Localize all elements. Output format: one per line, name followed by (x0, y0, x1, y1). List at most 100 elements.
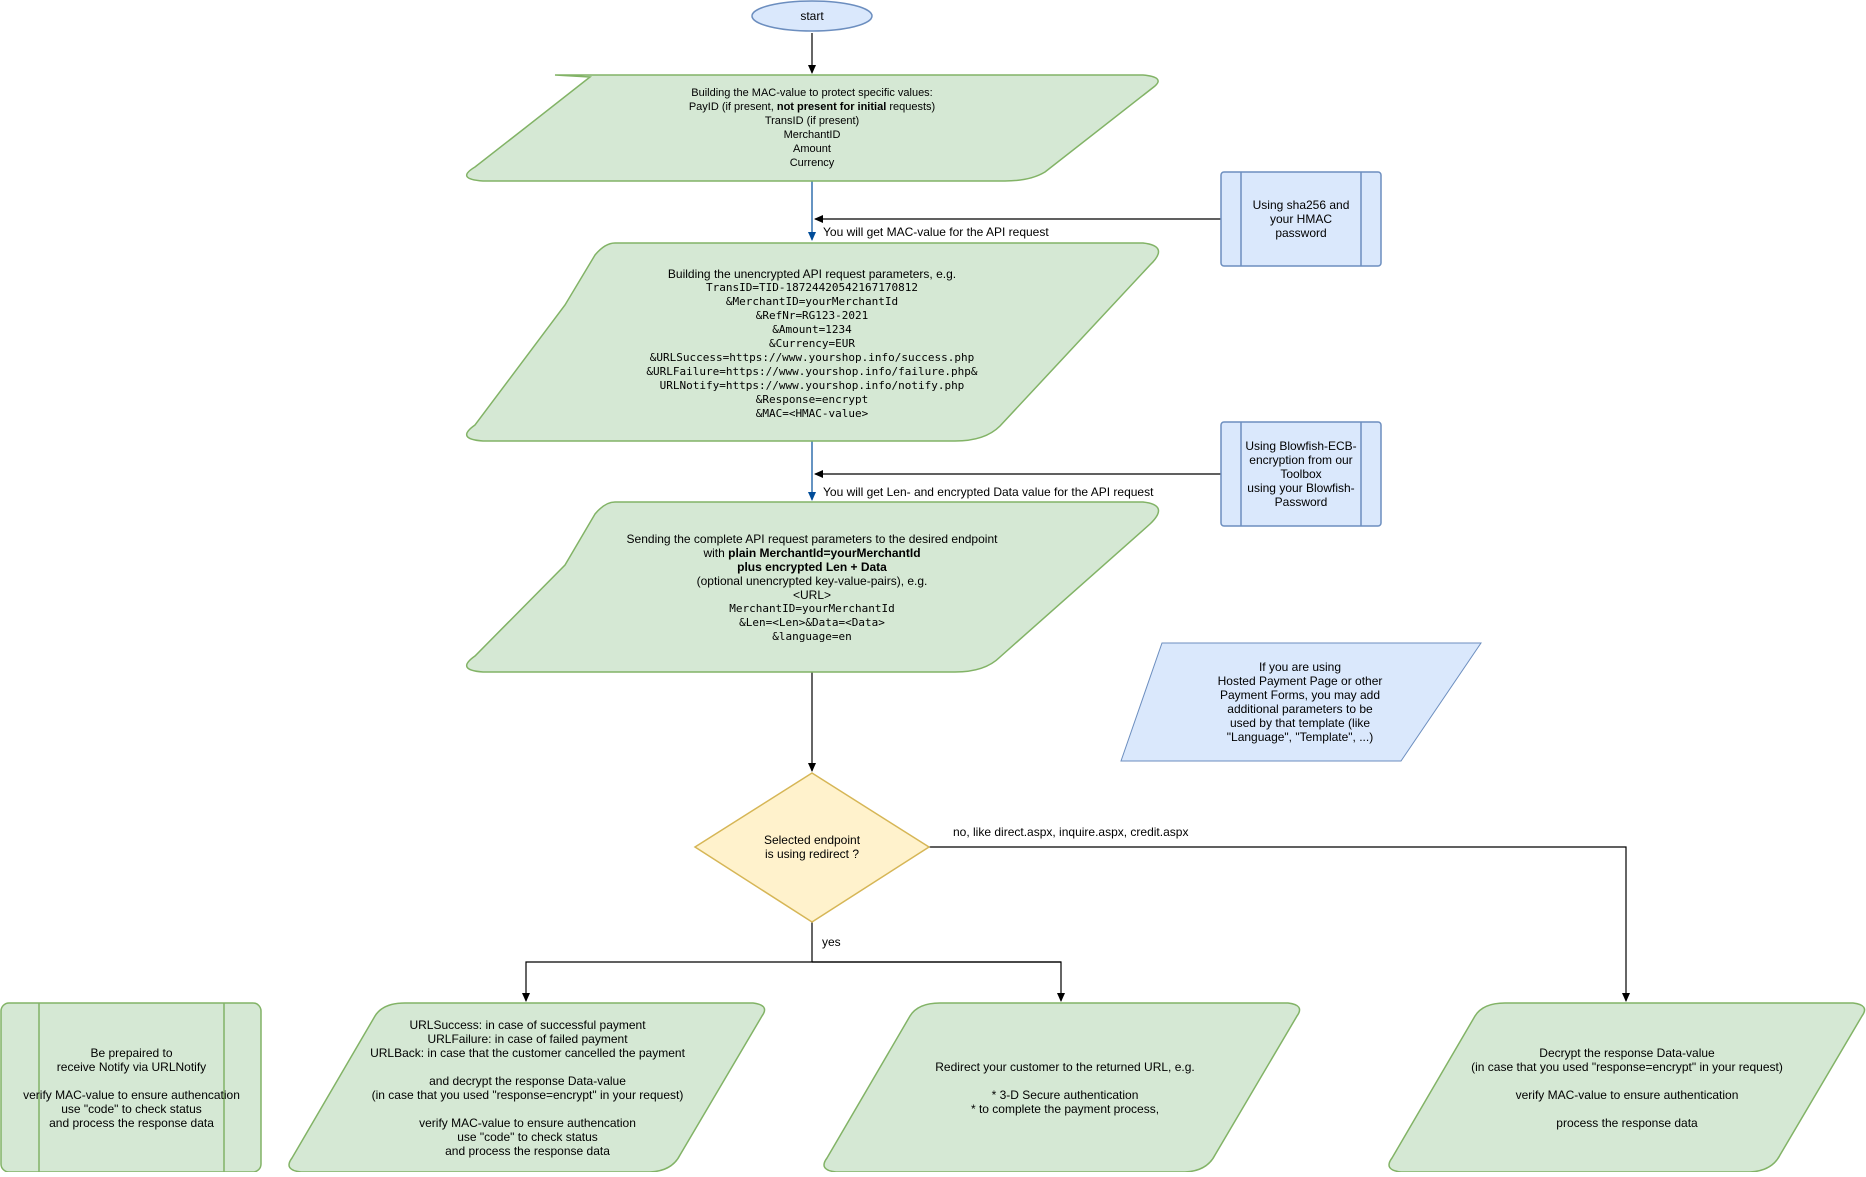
request-param-7: URLNotify=https://www.yourshop.info/noti… (659, 379, 965, 392)
sha-line-1: Using sha256 and (1252, 198, 1350, 212)
decrypt-line-4: process the response data (1556, 1116, 1698, 1130)
edge-decision-no (929, 846, 1630, 1002)
mac-line-4: MerchantID (783, 129, 841, 141)
url-line-8: and process the response data (445, 1144, 610, 1158)
hosted-line-5: used by that template (like (1229, 716, 1371, 730)
decrypt-spacer-1 (1625, 1074, 1628, 1088)
mac-block-text: Building the MAC-value to protect specif… (560, 86, 1064, 170)
redirect-block-text: Redirect your customer to the returned U… (880, 1040, 1250, 1136)
request-block-shape (466, 242, 1160, 442)
notify-line-2: receive Notify via URLNotify (56, 1059, 207, 1074)
decision-line-1: Selected endpoint (763, 833, 861, 847)
decrypt-spacer-2 (1625, 1102, 1628, 1116)
sha-note-text: Using sha256 and your HMAC password (1241, 172, 1361, 266)
start-label: start (800, 9, 824, 23)
hosted-line-2: Hosted Payment Page or other (1217, 674, 1383, 688)
send-param-1: &Len=<Len>&Data=<Data> (739, 616, 885, 629)
blowfish-note-text: Using Blowfish-ECB- encryption from our … (1241, 422, 1361, 526)
sha-line-2: your HMAC (1269, 212, 1332, 226)
url-line-7: use "code" to check status (457, 1130, 598, 1144)
mac-line-1: Building the MAC-value to protect specif… (691, 87, 933, 99)
send-line-2-pre: with (703, 546, 729, 560)
request-param-6: &URLFailure=https://www.yourshop.info/fa… (646, 365, 978, 378)
edge-yes-label: yes (822, 935, 841, 949)
edge-yes-to-url (522, 961, 1061, 1002)
notify-spacer (130, 1074, 133, 1088)
hosted-note-text: If you are using Hosted Payment Page or … (1180, 659, 1420, 745)
edge-no-label: no, like direct.aspx, inquire.aspx, cred… (953, 825, 1189, 839)
decrypt-line-2: (in case that you used "response=encrypt… (1471, 1060, 1783, 1074)
request-param-2: &RefNr=RG123-2021 (755, 309, 869, 322)
url-block-text: URLSuccess: in case of successful paymen… (340, 1010, 715, 1166)
start-terminator (751, 0, 873, 32)
notify-line-4: use "code" to check status (61, 1101, 202, 1116)
url-spacer-2 (526, 1102, 529, 1116)
blowfish-line-5: Password (1274, 495, 1328, 509)
notify-line-3: verify MAC-value to ensure authencation (23, 1087, 240, 1102)
hosted-line-4: additional parameters to be (1227, 702, 1373, 716)
url-line-5: (in case that you used "response=encrypt… (371, 1088, 684, 1102)
decrypt-block-text: Decrypt the response Data-value (in case… (1440, 1040, 1814, 1136)
mac-line-2-bold: not present for initial (776, 101, 887, 113)
mac-block-shape (466, 74, 1159, 182)
decision-line-2: is using redirect ? (764, 847, 860, 861)
send-line-2: with plain MerchantId=yourMerchantId (703, 546, 920, 560)
notify-line-1: Be prepaired to (90, 1045, 173, 1060)
blowfish-line-4: using your Blowfish- (1247, 481, 1355, 495)
send-line-5: <URL> (792, 588, 832, 602)
decision-diamond (693, 772, 931, 923)
url-spacer-1 (526, 1060, 529, 1074)
request-param-8: &Response=encrypt (755, 393, 869, 406)
url-line-1: URLSuccess: in case of successful paymen… (409, 1018, 646, 1032)
hosted-note-shape (1120, 642, 1482, 762)
decrypt-line-3: verify MAC-value to ensure authenticatio… (1515, 1088, 1739, 1102)
mac-line-2: PayID (if present, not present for initi… (689, 100, 935, 114)
hosted-line-3: Payment Forms, you may add (1219, 688, 1381, 702)
hosted-line-6: "Language", "Template", ...) (1226, 730, 1374, 744)
decrypt-line-1: Decrypt the response Data-value (1539, 1046, 1715, 1060)
url-line-4: and decrypt the response Data-value (429, 1074, 626, 1088)
decision-text: Selected endpoint is using redirect ? (732, 825, 892, 869)
mac-line-2-pre: PayID (if present, (688, 101, 777, 113)
request-block-text: Building the unencrypted API request par… (560, 261, 1064, 427)
send-block-shape (466, 501, 1160, 673)
url-line-3: URLBack: in case that the customer cance… (370, 1046, 685, 1060)
redirect-line-3: * to complete the payment process, (970, 1102, 1160, 1116)
request-param-4: &Currency=EUR (768, 337, 856, 350)
blowfish-note-shape (1220, 421, 1382, 527)
mac-line-5: Amount (793, 143, 831, 155)
request-param-3: &Amount=1234 (772, 323, 852, 336)
request-param-1: &MerchantID=yourMerchantId (725, 295, 899, 308)
blowfish-line-1: Using Blowfish-ECB- (1245, 439, 1357, 453)
mac-line-3: TransID (if present) (764, 115, 860, 127)
hosted-line-1: If you are using (1258, 660, 1342, 674)
send-line-2-bold: plain MerchantId=yourMerchantId (728, 546, 921, 560)
send-line-1: Sending the complete API request paramet… (626, 532, 998, 546)
send-param-2: &language=en (772, 630, 852, 643)
request-param-0: TransID=TID-18724420542167170812 (706, 281, 918, 294)
url-line-6: verify MAC-value to ensure authencation (419, 1116, 636, 1130)
blowfish-line-3: Toolbox (1280, 467, 1322, 481)
notify-block-shape (0, 1002, 262, 1173)
notify-block-text: Be prepaired to receive Notify via URLNo… (23, 1003, 240, 1172)
sha-line-3: password (1275, 226, 1327, 240)
request-title: Building the unencrypted API request par… (667, 267, 957, 281)
mac-line-6: Currency (789, 157, 835, 169)
send-block-text: Sending the complete API request paramet… (560, 529, 1064, 647)
edge-yes-to-redirect (812, 961, 1065, 1002)
url-line-2: URLFailure: in case of failed payment (427, 1032, 628, 1046)
notify-line-5: and process the response data (49, 1115, 214, 1130)
start-label-box: start (752, 1, 872, 31)
mac-line-2-post: requests) (886, 101, 936, 113)
redirect-line-2: * 3-D Secure authentication (991, 1088, 1139, 1102)
edge-mac-label: You will get MAC-value for the API reque… (823, 225, 1049, 239)
request-param-9: &MAC=<HMAC-value> (755, 407, 869, 420)
request-param-5: &URLSuccess=https://www.yourshop.info/su… (649, 351, 975, 364)
send-line-3: plus encrypted Len + Data (737, 560, 887, 574)
send-line-4: (optional unencrypted key-value-pairs), … (696, 574, 928, 588)
redirect-line-1: Redirect your customer to the returned U… (935, 1060, 1195, 1074)
blowfish-line-2: encryption from our (1249, 453, 1353, 467)
edge-len-label: You will get Len- and encrypted Data val… (823, 485, 1154, 499)
